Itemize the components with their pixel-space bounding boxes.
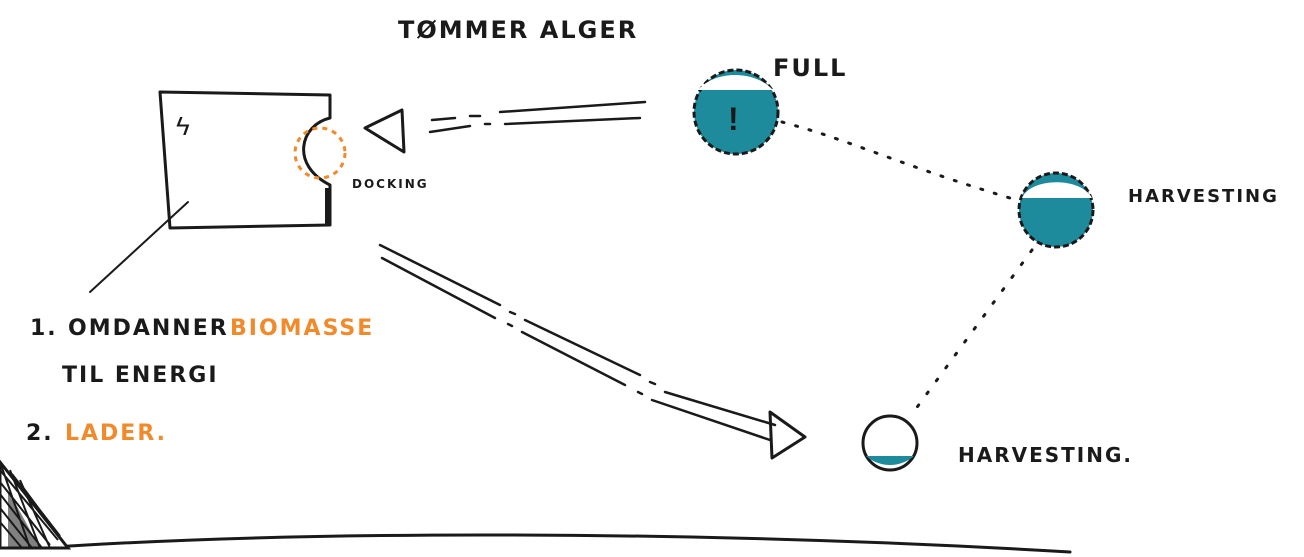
- docking-label: DOCKING: [352, 177, 429, 191]
- full-label: FULL: [773, 54, 847, 82]
- power-icon: ϟ: [176, 111, 190, 141]
- path-dock-to-bottom: [378, 243, 777, 427]
- note-leader: [89, 201, 189, 293]
- step1-text-c: TIL ENERGI: [62, 363, 219, 388]
- path-dock-to-bottom-2: [380, 256, 772, 442]
- alert-icon: !: [728, 101, 739, 137]
- station-dark-edge: [325, 188, 331, 226]
- station-box: [158, 90, 332, 230]
- step2-number: 2.: [26, 421, 54, 446]
- bubble-harvesting-bottom-fill: [866, 456, 914, 465]
- step1-number: 1.: [30, 316, 58, 341]
- path-full-to-dock-2: [428, 116, 642, 134]
- path-harvest-to-bottom: [913, 248, 1034, 412]
- path-full-to-harvest: [780, 120, 1012, 200]
- harvesting-bottom-label: HARVESTING.: [958, 443, 1133, 467]
- step2-text: LADER.: [65, 421, 167, 446]
- title-label: TØMMER ALGER: [398, 16, 638, 44]
- bubble-full-top: [698, 75, 773, 90]
- step1-text-b: BIOMASSE: [230, 316, 374, 341]
- drone-arrow-bottom: [768, 410, 807, 460]
- harvesting-right-label: HARVESTING: [1128, 186, 1279, 207]
- step1-text-a: OMDANNER: [68, 316, 229, 341]
- path-full-to-dock: [430, 100, 647, 122]
- bubble-full: [692, 68, 780, 156]
- hatched-mountain: [0, 459, 72, 550]
- bubble-harvesting-right-top: [1022, 182, 1092, 198]
- ground-line: [38, 533, 1072, 554]
- drone-arrow-top: [363, 108, 406, 154]
- docking-port: [293, 126, 347, 180]
